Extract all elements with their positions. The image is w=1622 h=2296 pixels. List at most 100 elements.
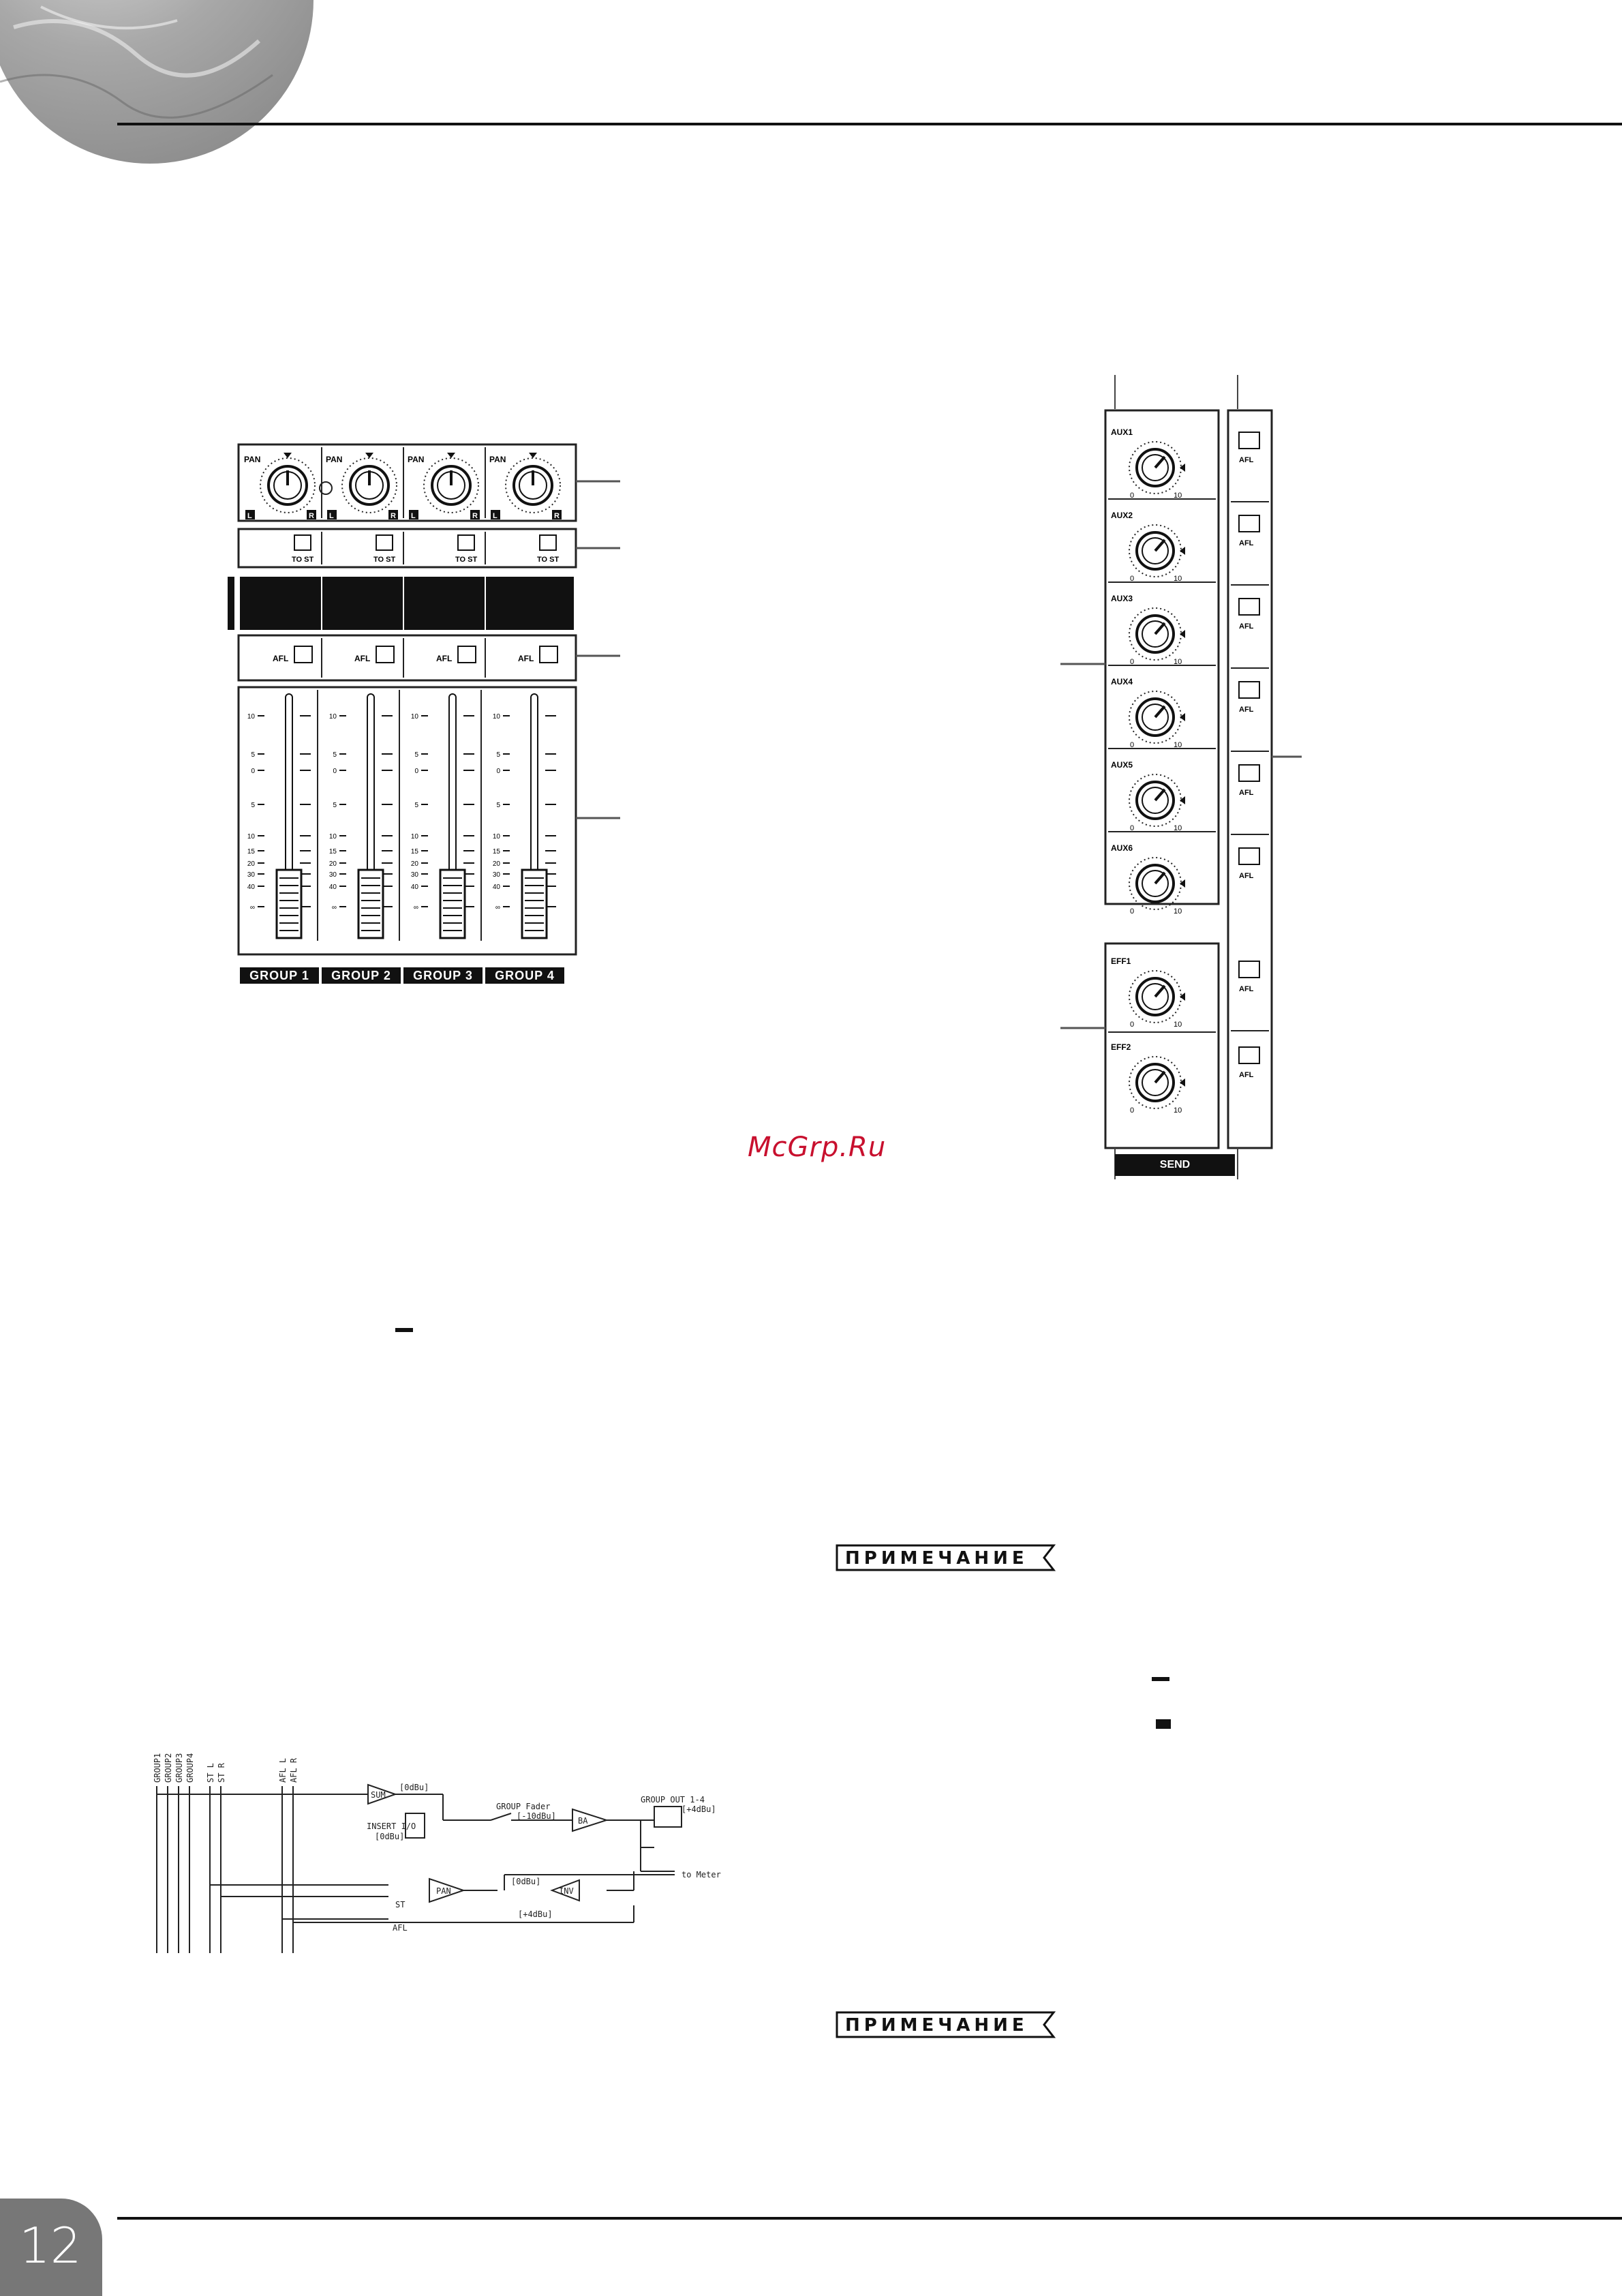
- pan-label: PAN: [326, 455, 342, 464]
- knob-min-label: 0: [1130, 492, 1134, 500]
- pan-knob-scale: [260, 457, 316, 513]
- afl-button: [1238, 598, 1260, 616]
- group-block-diagram: GROUP1 GROUP2 GROUP3 GROUP4 ST L ST R AF…: [153, 1753, 721, 1953]
- group-fader-label: GROUP Fader: [496, 1802, 550, 1811]
- pan-center-mark: [447, 453, 455, 458]
- pan-right-box: [552, 510, 562, 519]
- fader-scale-label: 20: [329, 860, 337, 868]
- knob-pointer: [1154, 705, 1166, 719]
- knob-min-label: 0: [1130, 575, 1134, 583]
- bus-label-group4: GROUP4: [185, 1753, 195, 1783]
- sum-level: [0dBu]: [399, 1783, 429, 1792]
- afl-label: AFL: [518, 654, 534, 663]
- knob-pointer: [1154, 455, 1166, 469]
- pan-label: PAN: [489, 455, 506, 464]
- to-st-button: [294, 534, 311, 551]
- fader-scale-label: 40: [411, 883, 419, 891]
- insert-label: INSERT I/O: [367, 1822, 416, 1831]
- inv-label: INV: [559, 1886, 574, 1896]
- fader-scale-label: 0: [414, 768, 418, 775]
- fader-scale-label: 10: [329, 713, 337, 721]
- knob-max-label: 10: [1174, 741, 1182, 749]
- to-meter-label: to Meter: [682, 1870, 721, 1879]
- fader-scale-label: 15: [493, 848, 501, 856]
- corner-texture-decoration: [0, 0, 313, 164]
- afl-label: AFL: [1239, 789, 1254, 797]
- knob-nominal-mark: [1180, 464, 1185, 472]
- fader-scale-label: 0: [333, 768, 337, 775]
- pan-right-label: R: [554, 512, 560, 520]
- afl-label: AFL: [1239, 622, 1254, 631]
- knob-pointer: [1154, 788, 1166, 802]
- afl-button: [1238, 764, 1260, 782]
- pan-left-label: L: [493, 512, 498, 520]
- insert-level: [0dBu]: [375, 1832, 404, 1841]
- afl-label: AFL: [354, 654, 370, 663]
- afl-section-frame: [237, 634, 577, 682]
- page-number: 12: [19, 2217, 82, 2274]
- afl-label: AFL: [1239, 539, 1254, 547]
- afl-button: [539, 646, 558, 663]
- fader-scale-label: 5: [251, 802, 255, 809]
- pan-left-label: L: [247, 512, 252, 520]
- knob-min-label: 0: [1130, 824, 1134, 832]
- knob-pointer: [1154, 871, 1166, 885]
- fader-scale-label: 5: [496, 802, 500, 809]
- fader-scale-label: 5: [333, 751, 337, 759]
- knob-label: EFF2: [1111, 1042, 1131, 1052]
- knob-nominal-mark: [1180, 993, 1185, 1001]
- afl-button: [1238, 1046, 1260, 1064]
- fader-scale-label: ∞: [495, 904, 500, 911]
- group-out-level: [+4dBu]: [682, 1804, 716, 1814]
- fader-scale-label: 15: [247, 848, 256, 856]
- fader-knob: [439, 868, 466, 939]
- group-label-4: GROUP 4: [485, 967, 564, 984]
- afl-button: [1238, 681, 1260, 699]
- knob-label: AUX5: [1111, 760, 1133, 770]
- knob-max-label: 10: [1174, 492, 1182, 500]
- afl-column-frame: [1227, 409, 1273, 1149]
- pan-right-box: [388, 510, 398, 519]
- afl-button: [1238, 961, 1260, 978]
- knob-max-label: 10: [1174, 658, 1182, 666]
- afl-label: AFL: [1239, 1071, 1254, 1079]
- to-st-label: TO ST: [455, 556, 477, 564]
- fader-scale-label: 10: [493, 833, 501, 841]
- sum-label: SUM: [371, 1790, 386, 1800]
- to-st-button: [457, 534, 475, 551]
- fader-scale-label: 10: [411, 833, 419, 841]
- knob-min-label: 0: [1130, 741, 1134, 749]
- afl-label: AFL: [1239, 706, 1254, 714]
- afl-button: [376, 646, 395, 663]
- bus-label-group3: GROUP3: [174, 1753, 184, 1783]
- knob-max-label: 10: [1174, 907, 1182, 916]
- bus-label-st-l: ST L: [206, 1763, 215, 1783]
- note-heading-1: ПРИМЕЧАНИЕ: [836, 1544, 1067, 1571]
- bottom-rule: [117, 2217, 1622, 2220]
- fader-knob: [275, 868, 303, 939]
- fader-scale-label: 20: [493, 860, 501, 868]
- pan-left-box: [491, 510, 500, 519]
- pan-left-box: [327, 510, 337, 519]
- fader-scale-label: 10: [247, 833, 256, 841]
- knob-nominal-mark: [1180, 879, 1185, 888]
- fader-knob: [521, 868, 548, 939]
- pan-knob-scale: [423, 457, 479, 513]
- afl-button: [1238, 847, 1260, 865]
- fader-scale-label: 0: [496, 768, 500, 775]
- button-down-marker: [1156, 1719, 1171, 1729]
- send-label: SEND: [1115, 1154, 1235, 1176]
- pan-center-mark: [529, 453, 537, 458]
- knob-min-label: 0: [1130, 1106, 1134, 1115]
- pan-label: PAN: [408, 455, 424, 464]
- fader-scale-label: 40: [329, 883, 337, 891]
- fader-scale-label: 30: [329, 871, 337, 879]
- knob-nominal-mark: [1180, 1078, 1185, 1087]
- afl-label: AFL: [1239, 456, 1254, 464]
- afl-label: AFL: [1239, 985, 1254, 993]
- pan-right-label: R: [309, 512, 314, 520]
- fader-scale-label: 30: [411, 871, 419, 879]
- pan-knob-scale: [341, 457, 397, 513]
- fader-scale-label: 30: [247, 871, 256, 879]
- knob-min-label: 0: [1130, 658, 1134, 666]
